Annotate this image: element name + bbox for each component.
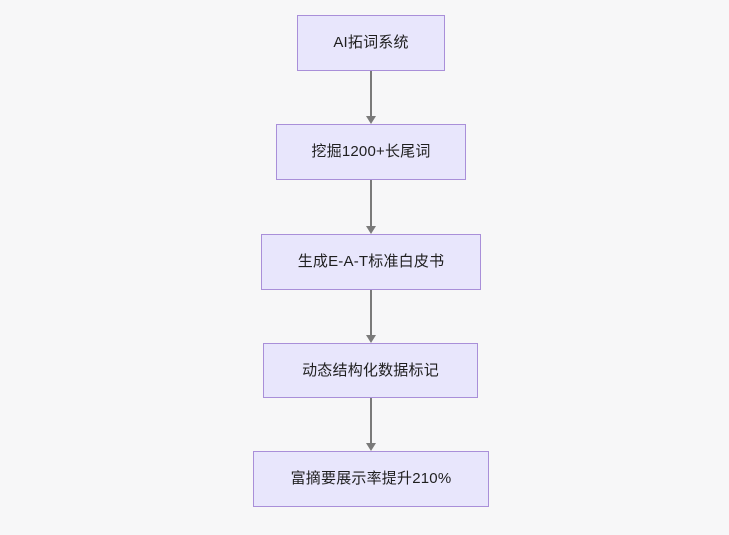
edge-line xyxy=(370,180,372,227)
edge-line xyxy=(370,290,372,336)
flowchart-node-3-label: 生成E-A-T标准白皮书 xyxy=(297,253,445,270)
arrowhead-icon xyxy=(366,443,376,451)
arrowhead-icon xyxy=(366,116,376,124)
flowchart-node-1[interactable]: AI拓词系统 xyxy=(297,15,445,71)
flowchart-edge-4-arrow xyxy=(365,398,377,451)
flowchart-node-3[interactable]: 生成E-A-T标准白皮书 xyxy=(261,234,481,290)
edge-line xyxy=(370,398,372,444)
flowchart-node-2-label: 挖掘1200+长尾词 xyxy=(311,143,431,160)
flowchart-edge-2-arrow xyxy=(365,180,377,234)
flowchart-node-4-label: 动态结构化数据标记 xyxy=(302,361,439,379)
flowchart-node-5[interactable]: 富摘要展示率提升210% xyxy=(253,451,489,507)
arrowhead-icon xyxy=(366,335,376,343)
flowchart-edge-1-arrow xyxy=(365,71,377,124)
edge-line xyxy=(370,71,372,117)
arrowhead-icon xyxy=(366,226,376,234)
flowchart-node-2[interactable]: 挖掘1200+长尾词 xyxy=(276,124,466,180)
flowchart-node-5-label: 富摘要展示率提升210% xyxy=(290,470,452,487)
flowchart-node-1-label: AI拓词系统 xyxy=(333,34,409,51)
flowchart-edge-3-arrow xyxy=(365,290,377,343)
flowchart-node-4[interactable]: 动态结构化数据标记 xyxy=(263,343,478,398)
